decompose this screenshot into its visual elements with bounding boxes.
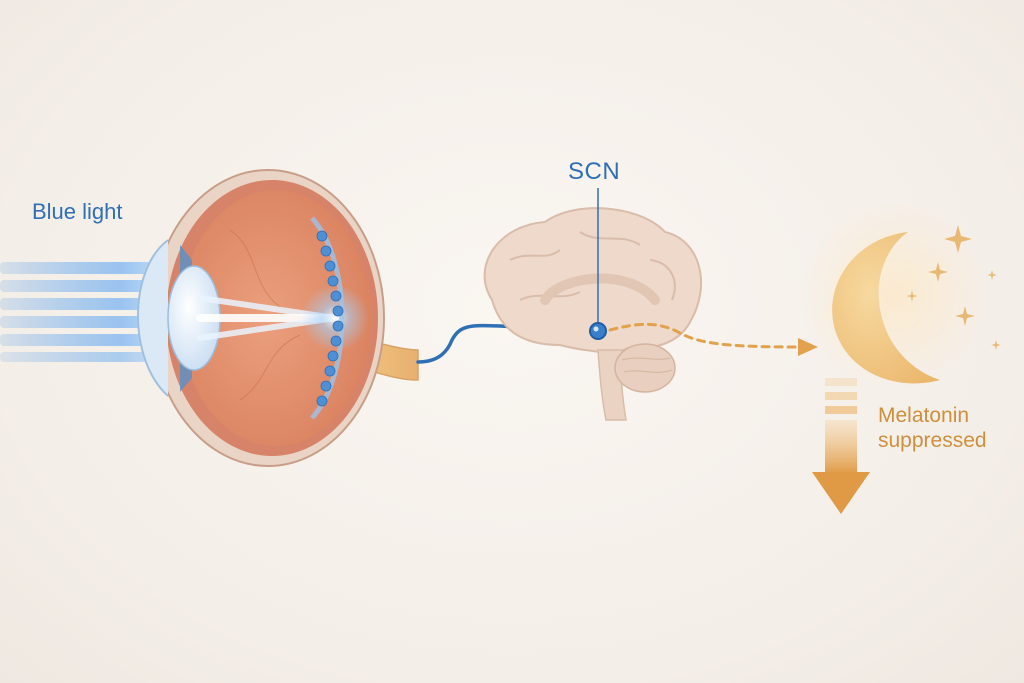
crescent-moon-icon [800,200,990,390]
photoreceptor-cells [316,230,344,407]
scn-to-pineal-dashed-arrow [608,322,818,356]
eye-cross-section-icon [137,169,419,467]
melatonin-label-line2: suppressed [878,429,987,452]
sparkle-star-icon [906,225,1001,350]
scn-node [589,322,607,340]
melatonin-label: Melatonin suppressed [878,403,987,453]
scn-label: SCN [568,158,621,185]
down-arrow-icon [812,378,870,514]
brain-sagittal-icon [483,188,703,421]
melatonin-label-line1: Melatonin [878,404,970,427]
blue-light-label: Blue light [32,199,123,224]
